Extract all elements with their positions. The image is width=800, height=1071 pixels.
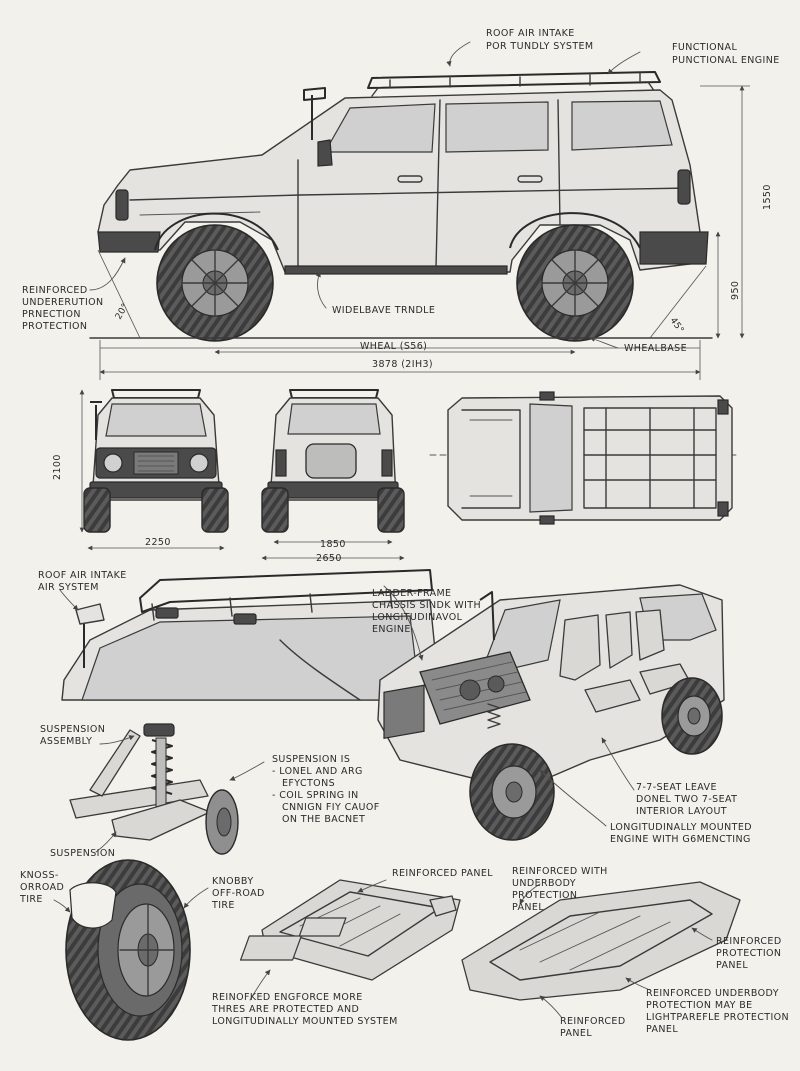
front-height-dimension: 2100 xyxy=(52,454,63,480)
suspension-note-2: - LONEL AND ARG xyxy=(272,766,363,777)
ladder-frame-label-3: LONGITUDINAVOL xyxy=(372,612,463,623)
overall-length-dimension: 3878 (2IH3) xyxy=(372,359,433,370)
seat-layout-label-1: 7-7-SEAT LEAVE xyxy=(636,782,717,793)
engine-note-label-2: ENGINE WITH G6MENCTING xyxy=(610,834,751,845)
underbody-note-1: REINFORCED UNDERBODY xyxy=(646,988,779,999)
departure-angle: 45° xyxy=(668,316,686,336)
knoss-tire-label-3: TIRE xyxy=(19,894,43,905)
skid-plate-detail xyxy=(239,881,741,1019)
reinforced-panel-top-label: REINFORCED PANEL xyxy=(392,868,493,879)
front-view xyxy=(79,389,229,551)
rear-width-dimension: 2650 xyxy=(316,553,342,564)
functional-label-2: PUNCTIONAL ENGINE xyxy=(672,55,780,66)
cutaway-engine xyxy=(419,651,531,725)
suspension-note-3: EFYCTONS xyxy=(282,778,335,789)
reinforced-left-label-4: PROTECTION xyxy=(22,321,87,332)
side-view xyxy=(89,41,750,380)
knoss-tire-label-1: KNOSS- xyxy=(20,870,59,881)
tire-detail xyxy=(53,859,209,1041)
reinforced-panel-bottom-label-1: REINFORCED xyxy=(560,1016,626,1027)
functional-label-1: FUNCTIONAL xyxy=(672,42,737,53)
reinforced-protection-label-1: REINFORCED xyxy=(716,936,782,947)
reinforced-with-label-2: UNDERBODY xyxy=(512,878,576,889)
approach-angle: 20° xyxy=(114,302,131,322)
seat-layout-label-3: INTERIOR LAYOUT xyxy=(636,806,727,817)
suspension-note-4: - COIL SPRING IN xyxy=(272,790,359,801)
cutaway-rear-wheel xyxy=(661,677,723,755)
reinforced-left-label-3: PRNECTION xyxy=(22,309,81,320)
roof-intake-detail xyxy=(59,569,441,701)
rear-track-dimension: 1850 xyxy=(320,539,346,550)
roof-intake-top-label-2: POR TUNDLY SYSTEM xyxy=(486,41,594,52)
underbody-note-4: PANEL xyxy=(646,1024,678,1035)
suspension-label: SUSPENSION xyxy=(50,848,115,859)
cutaway-view xyxy=(377,584,725,841)
ladder-frame-label-2: CHASSIS SINDK WITH xyxy=(372,600,481,611)
wheelbase-note: WIDELBAVE TRNDLE xyxy=(332,305,435,316)
height-dimension: 1550 xyxy=(762,184,773,210)
ladder-frame-label-1: LADDER-FRAME xyxy=(372,588,451,599)
suspension-assembly-label-2: ASSEMBLY xyxy=(40,736,92,747)
reinforced-protection-label-3: PANEL xyxy=(716,960,748,971)
cutaway-front-wheel xyxy=(469,743,555,841)
suspension-note-5: CNNIGN FIY CAUOF xyxy=(282,802,380,813)
cutaway-seats xyxy=(559,609,691,713)
knoss-tire-label-2: ORROAD xyxy=(20,882,64,893)
roof-intake-detail-label-1: ROOF AIR INTAKE xyxy=(38,570,127,581)
center-panel-detail xyxy=(249,879,461,1001)
roof-intake-top-label-1: ROOF AIR INTAKE xyxy=(486,28,575,39)
reinforced-with-label-1: REINFORCED WITH xyxy=(512,866,608,877)
knobby-tire-label-3: TIRE xyxy=(211,900,235,911)
underbody-note-2: PROTECTION MAY BE xyxy=(646,1000,753,1011)
bottom-note-2: THRES ARE PROTECTED AND xyxy=(211,1004,359,1015)
suspension-note-6: ON THE BACNET xyxy=(282,814,365,825)
wheal-dimension: WHEAL (S56) xyxy=(360,341,427,352)
reinforced-with-label-4: PANEL xyxy=(512,902,544,913)
clearance-dimension: 950 xyxy=(730,281,741,300)
bottom-note-1: REINOFKED ENGFORCE MORE xyxy=(212,992,363,1003)
reinforced-with-label-3: PROTECTION xyxy=(512,890,577,901)
side-rear-wheel xyxy=(516,224,634,342)
suspension-note-1: SUSPENSION IS xyxy=(272,754,350,765)
knobby-tire-label-2: OFF-ROAD xyxy=(212,888,265,899)
seat-layout-label-2: DONEL TWO 7-SEAT xyxy=(636,794,737,805)
rear-view xyxy=(261,389,405,561)
knobby-tire-label-1: KNOBBY xyxy=(212,876,254,887)
front-width-dimension: 2250 xyxy=(145,537,171,548)
top-view xyxy=(429,391,741,525)
reinforced-protection-label-2: PROTECTION xyxy=(716,948,781,959)
roof-intake-detail-label-2: AIR SYSTEM xyxy=(38,582,99,593)
side-front-wheel xyxy=(156,224,274,342)
wheelbase-label: WHEALBASE xyxy=(624,343,687,354)
underbody-note-3: LIGHTPAREFLE PROTECTION xyxy=(646,1012,789,1023)
reinforced-left-label-2: UNDERERUTION xyxy=(22,297,104,308)
suspension-detail xyxy=(69,723,265,855)
reinforced-panel-bottom-label-2: PANEL xyxy=(560,1028,592,1039)
ladder-frame-label-4: ENGINE xyxy=(372,624,411,635)
bottom-note-3: LONGITUDINALLY MOUNTED SYSTEM xyxy=(212,1016,398,1027)
suspension-assembly-label-1: SUSPENSION xyxy=(40,724,105,735)
reinforced-left-label-1: REINFORCED xyxy=(22,285,88,296)
engine-note-label-1: LONGITUDINALLY MOUNTED xyxy=(610,822,752,833)
